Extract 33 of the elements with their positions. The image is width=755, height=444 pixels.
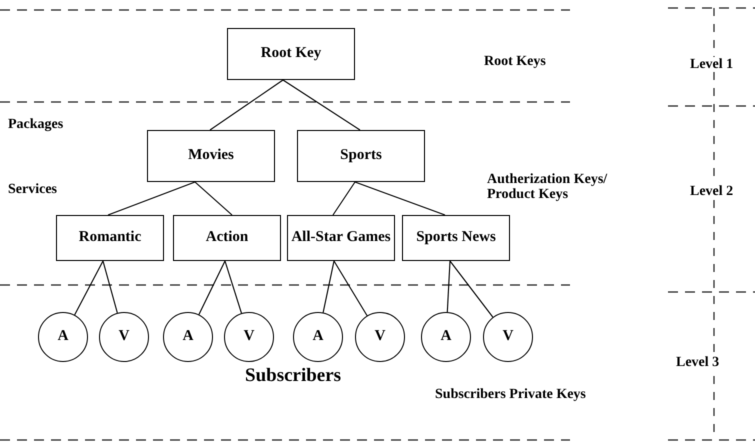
subscriber-circle: V [355,312,405,362]
subscriber-circle: A [38,312,88,362]
subscriber-circle: V [224,312,274,362]
level-label: Root Keys [484,54,546,70]
subscriber-circle: V [99,312,149,362]
connector-line [194,182,232,216]
key-box: Root Key [227,28,355,80]
key-box: Movies [147,130,275,182]
connector-line [224,260,242,314]
key-box: Sports [297,130,425,182]
level-label: Subscribers Private Keys [435,387,586,402]
connector-line [108,181,196,216]
subscriber-circle: A [293,312,343,362]
key-box: Sports News [402,215,510,261]
connector-line [210,80,284,130]
subscriber-circle: A [421,312,471,362]
connector-line [450,260,494,318]
connector-line [282,80,360,130]
key-box: Romantic [56,215,164,261]
subscriber-circle: V [483,312,533,362]
connector-line [322,260,335,313]
connector-line [102,260,118,314]
subscriber-circle: A [163,312,213,362]
connector-line [74,260,104,316]
level-label: Level 3 [676,355,720,370]
connector-line [334,260,368,316]
connector-line [446,260,451,312]
connector-line [332,182,356,216]
key-box: All-Star Games [287,215,395,261]
connector-line [198,260,226,315]
level-label: Packages [8,117,64,132]
key-box: Action [173,215,281,261]
connector-line [354,181,446,216]
